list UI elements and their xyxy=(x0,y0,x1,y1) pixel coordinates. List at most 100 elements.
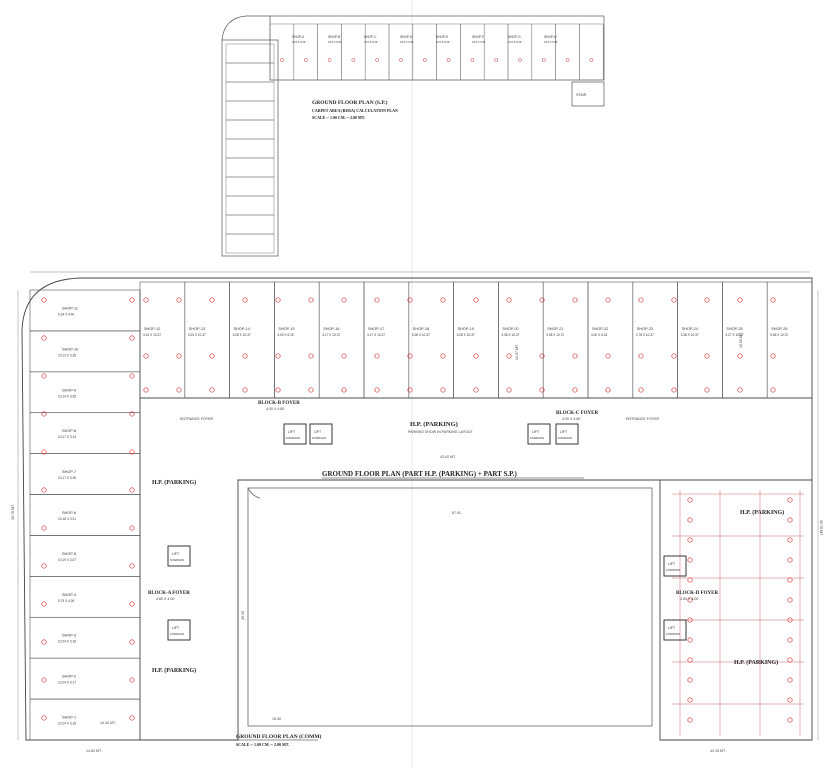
sp-left-cell xyxy=(225,233,275,254)
column-marker xyxy=(638,297,644,303)
top-shop-name: SHOP-15 xyxy=(278,327,294,331)
column-marker xyxy=(407,297,413,303)
lift-label: LIFT xyxy=(560,430,568,434)
dimension-43-42: 43.42 MT. xyxy=(440,455,456,459)
sp-shop-size: 3.10 X 6.65 xyxy=(328,40,342,44)
column-marker xyxy=(41,335,47,341)
column-marker xyxy=(41,411,47,417)
sp-shop-name: SHOP-C xyxy=(364,35,377,39)
top-shop-name: SHOP-16 xyxy=(323,327,339,331)
left-shop-size: 10.17 X 3.14 xyxy=(58,435,76,439)
left-shop-name: SHOP-9 xyxy=(62,388,76,392)
sp-stair-label: STAIR xyxy=(576,93,587,97)
left-shop-name: SHOP-8 xyxy=(62,429,76,433)
lift-capacity: 8 PERSON xyxy=(666,632,680,636)
sp-shop-size: 3.10 X 6.65 xyxy=(472,40,486,44)
sp-shop-size: 3.10 X 6.65 xyxy=(400,40,414,44)
sp-shop-name: SHOP-D xyxy=(400,35,413,39)
lift-box xyxy=(283,423,307,445)
column-marker xyxy=(374,353,380,359)
lift-label: LIFT xyxy=(668,562,676,566)
top-shop-size: 3.08 X 10.37 xyxy=(457,333,475,337)
left-shop-name: SHOP-7 xyxy=(62,470,76,474)
column-marker xyxy=(209,297,215,303)
left-shop-size: 10.24 X 3.18 xyxy=(58,640,76,644)
column-marker xyxy=(129,677,135,683)
column-marker xyxy=(242,353,248,359)
block-d-foyer-label: BLOCK-D FOYER xyxy=(676,591,718,596)
left-shop-size: 5.34 X 4.40 xyxy=(58,312,75,316)
column-marker xyxy=(129,525,135,531)
column-marker xyxy=(407,353,413,359)
sp-plan-title: GROUND FLOOR PLAN (S.P.) xyxy=(312,99,388,106)
sp-column-marker xyxy=(565,58,570,62)
dimension-42-15: 42.15 MT. xyxy=(710,749,726,753)
top-shop-size: 3.08 X 10.37 xyxy=(546,333,564,337)
column-marker xyxy=(687,537,693,543)
column-marker xyxy=(407,387,413,393)
column-marker xyxy=(704,387,710,393)
block-c-foyer-label: BLOCK-C FOYER xyxy=(556,411,598,416)
sp-shop-name: SHOP-F xyxy=(472,35,484,39)
dimension-14-97: 14.97 MT. xyxy=(515,344,519,360)
sp-column-marker xyxy=(303,58,308,62)
column-marker xyxy=(242,387,248,393)
column-marker xyxy=(787,617,793,623)
column-marker xyxy=(572,297,578,303)
sp-column-marker xyxy=(541,58,546,62)
block-d-foyer-size: 4.80 X 4.00 xyxy=(680,597,698,601)
sp-plan-scale: SCALE :- 1.00 CM. = 2.00 MT. xyxy=(312,115,365,120)
lift-box xyxy=(309,423,333,445)
column-marker xyxy=(539,297,545,303)
sp-column-marker xyxy=(494,58,499,62)
lift-box xyxy=(663,619,687,641)
column-marker xyxy=(687,717,693,723)
column-marker xyxy=(41,297,47,303)
column-marker xyxy=(506,387,512,393)
column-marker xyxy=(129,373,135,379)
entrance-foyer-right: ENTRANCE FOYER xyxy=(626,417,660,421)
column-marker xyxy=(687,637,693,643)
left-shop-size: 10.17 X 3.35 xyxy=(58,476,76,480)
left-shop-size: 10.19 X 3.07 xyxy=(58,558,76,562)
dimension-26-19: 26.19 xyxy=(241,611,245,620)
comm-courtyard xyxy=(247,487,653,727)
main-plan-title: GROUND FLOOR PLAN (PART H.P. (PARKING) +… xyxy=(322,470,518,478)
sp-column-marker xyxy=(351,58,356,62)
column-marker xyxy=(41,487,47,493)
column-marker xyxy=(341,353,347,359)
sp-shop-name: SHOP-A xyxy=(292,35,305,39)
dimension-39-78-left: 39.78 MT. xyxy=(11,504,15,520)
sp-shop-size: 3.10 X 6.65 xyxy=(436,40,450,44)
lift-box xyxy=(555,423,579,445)
sp-column-marker xyxy=(399,58,403,62)
column-marker xyxy=(308,387,314,393)
column-marker xyxy=(374,297,380,303)
sp-shop-size: 3.15 X 6.65 xyxy=(292,40,306,44)
left-shop-name: SHOP-2 xyxy=(62,675,76,679)
column-marker xyxy=(671,387,677,393)
column-marker xyxy=(787,557,793,563)
left-shop-name: SHOP-11 xyxy=(62,306,78,310)
column-marker xyxy=(605,353,611,359)
sp-shop-size: 3.10 X 6.65 xyxy=(544,40,558,44)
hp-center-label: H.P. (PARKING) xyxy=(410,421,458,428)
top-shop-cell xyxy=(766,281,813,399)
column-marker xyxy=(787,677,793,683)
top-shop-name: SHOP-21 xyxy=(547,327,563,331)
column-marker xyxy=(129,411,135,417)
top-shop-name: SHOP-12 xyxy=(144,327,160,331)
dimension-10-40: 10.40 MT. xyxy=(100,721,116,725)
sp-plan xyxy=(221,15,605,257)
column-marker xyxy=(129,639,135,645)
left-shop-size: 5.75 X 4.00 xyxy=(58,599,75,603)
top-shop-name: SHOP-24 xyxy=(682,327,698,331)
sp-column-marker xyxy=(589,58,594,62)
column-marker xyxy=(41,715,47,721)
column-marker xyxy=(687,677,693,683)
hp-left-label-2: H.P. (PARKING) xyxy=(152,667,196,674)
sp-left-strip-outline xyxy=(221,39,279,257)
comm-plan-scale: SCALE :- 1.00 CM. = 2.00 MT. xyxy=(236,742,289,747)
column-marker xyxy=(308,297,314,303)
